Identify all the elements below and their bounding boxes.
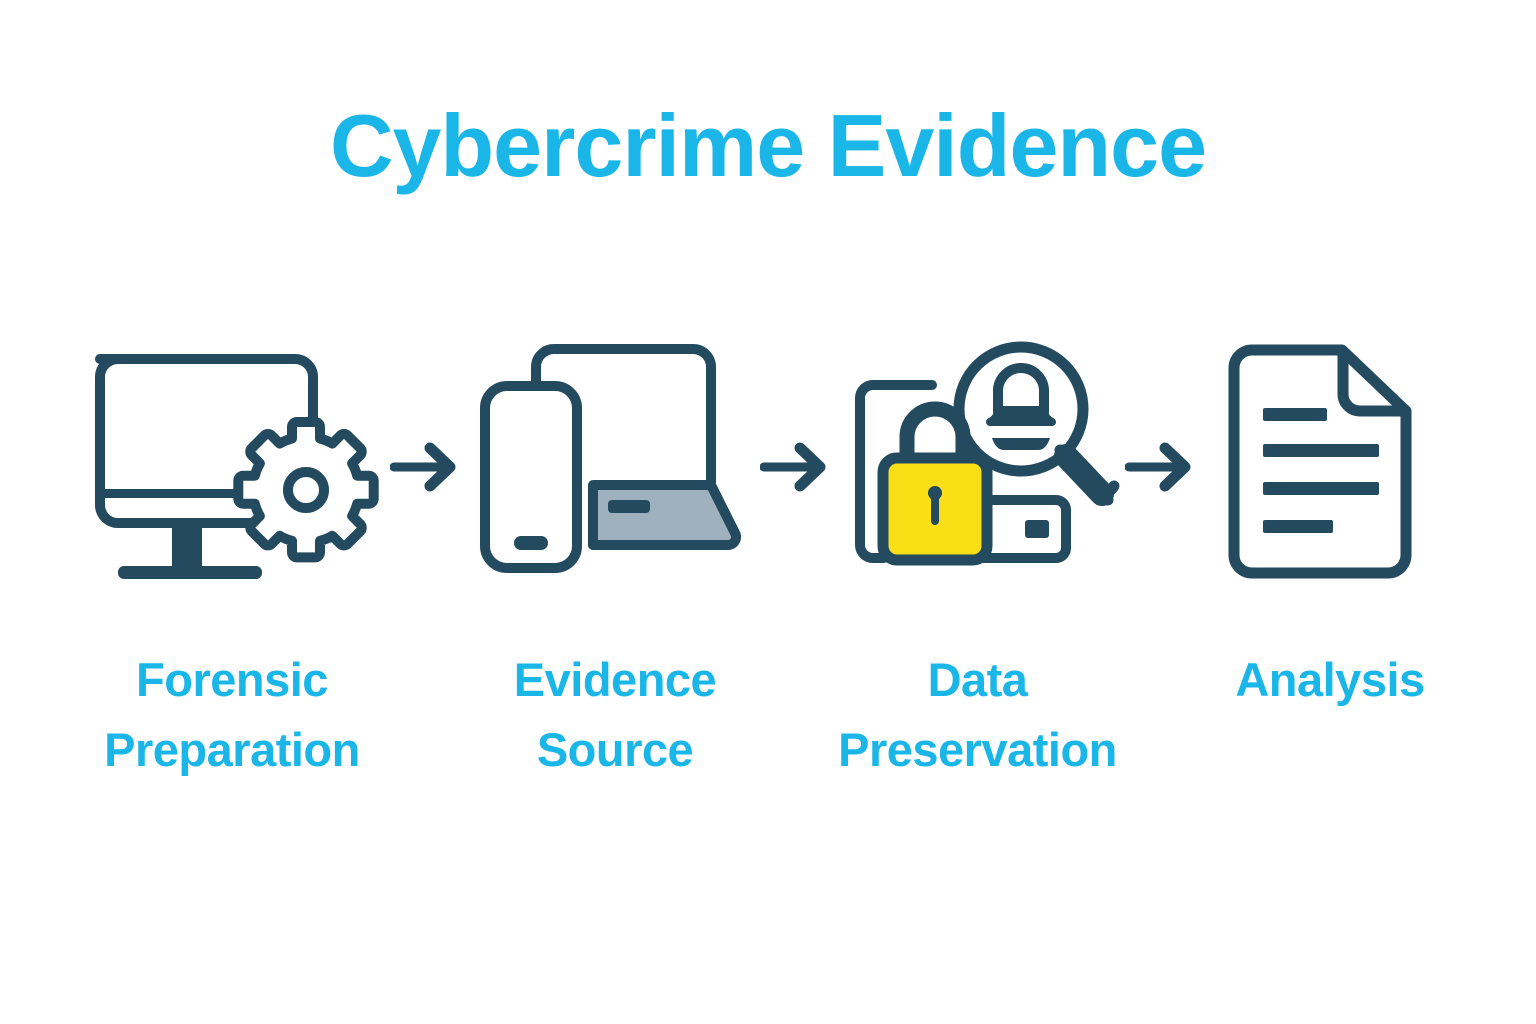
label-line-2: Preservation [838, 723, 1117, 776]
label-forensic-preparation: Forensic Preparation [42, 645, 422, 785]
label-analysis: Analysis [1180, 645, 1480, 715]
label-line-1: Evidence [513, 653, 717, 706]
label-line-1: Data [927, 653, 1028, 706]
arrow-3 [1124, 440, 1195, 499]
label-line-2: Preparation [104, 723, 360, 776]
flow-step-data-preservation[interactable] [840, 330, 1130, 600]
label-line-1: Analysis [1235, 653, 1425, 706]
flow-step-evidence-source[interactable] [470, 330, 760, 600]
step-labels: Forensic Preparation Evidence Source Dat… [0, 645, 1536, 805]
label-line-2: Source [536, 723, 694, 776]
page-title: Cybercrime Evidence [329, 96, 1207, 195]
label-data-preservation: Data Preservation [790, 645, 1165, 785]
laptop-phone-icon [470, 330, 760, 605]
flow-step-forensic-preparation[interactable] [60, 330, 380, 600]
process-flow [60, 330, 1480, 610]
arrow-1 [389, 440, 460, 499]
lock-magnifier-icon [840, 330, 1130, 605]
flow-step-analysis[interactable] [1210, 330, 1450, 600]
document-icon [1210, 330, 1450, 605]
monitor-gear-icon [60, 330, 380, 605]
arrow-2 [759, 440, 830, 499]
label-line-1: Forensic [136, 653, 328, 706]
label-evidence-source: Evidence Source [440, 645, 790, 785]
